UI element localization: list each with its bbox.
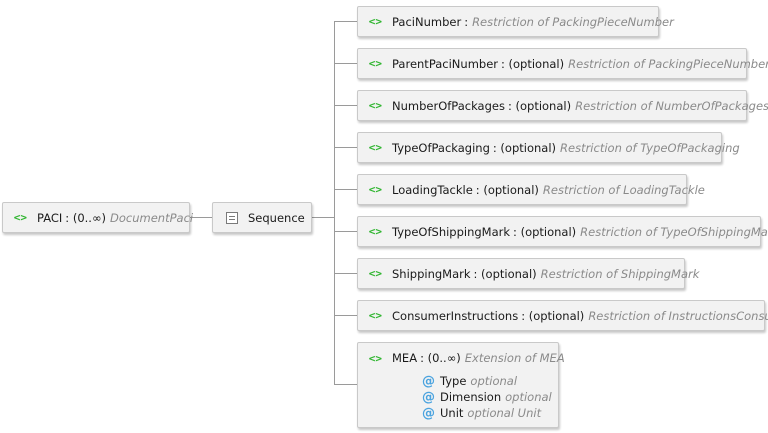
element-icon: <> [368, 57, 382, 70]
element-node-type-of-packaging[interactable]: <> TypeOfPackaging : (optional) Restrict… [357, 132, 740, 163]
element-cardinality: : (0..∞) [65, 210, 107, 225]
element-icon: <> [368, 351, 382, 365]
attribute-icon: @ [422, 373, 435, 389]
attribute-row-type[interactable]: @ Type optional [422, 373, 517, 389]
element-icon: <> [368, 141, 382, 154]
element-cardinality: : (optional) [492, 140, 557, 155]
attribute-name: Type [440, 374, 467, 388]
element-name: PaciNumber [392, 14, 462, 29]
element-node-mea[interactable]: <> MEA : (0..∞) Extension of MEA @ Type … [357, 342, 565, 428]
sequence-node[interactable]: Sequence [212, 202, 312, 233]
element-icon: <> [368, 267, 382, 280]
element-type: Restriction of TypeOfPackaging [560, 140, 740, 155]
element-cardinality: : [464, 14, 469, 29]
element-icon: <> [368, 309, 382, 322]
element-node-parent-paci-number[interactable]: <> ParentPaciNumber : (optional) Restric… [357, 48, 768, 79]
element-type: Restriction of PackingPieceNumber [568, 56, 768, 71]
element-node-shipping-mark[interactable]: <> ShippingMark : (optional) Restriction… [357, 258, 699, 289]
attribute-row-unit[interactable]: @ Unit optional Unit [422, 405, 541, 421]
element-cardinality: : (optional) [475, 182, 539, 197]
element-icon: <> [13, 211, 27, 224]
element-name: TypeOfPackaging [392, 140, 490, 155]
element-type: Extension of MEA [464, 351, 565, 365]
element-cardinality: : (optional) [513, 224, 577, 239]
element-type: Restriction of InstructionsConsumer [588, 308, 768, 323]
element-name: ShippingMark [392, 266, 471, 281]
element-type: Restriction of LoadingTackle [542, 182, 705, 197]
root-element-node[interactable]: <> PACI : (0..∞) DocumentPaci [2, 202, 194, 233]
element-icon: <> [368, 99, 382, 112]
element-cardinality: : (optional) [507, 98, 572, 113]
element-cardinality: : (optional) [473, 266, 537, 281]
attribute-type: optional [470, 374, 518, 388]
element-type: Restriction of TypeOfShippingMark [580, 224, 768, 239]
element-icon: <> [368, 15, 382, 28]
sequence-icon [226, 211, 238, 224]
element-node-type-of-shipping-mark[interactable]: <> TypeOfShippingMark : (optional) Restr… [357, 216, 768, 247]
attribute-icon: @ [422, 389, 435, 405]
element-icon: <> [368, 225, 382, 238]
attribute-type: optional [505, 390, 552, 404]
element-type: Restriction of PackingPieceNumber [472, 14, 674, 29]
element-name: TypeOfShippingMark [392, 224, 511, 239]
attribute-type: optional Unit [467, 406, 542, 420]
sequence-label: Sequence [248, 210, 305, 225]
attribute-row-dimension[interactable]: @ Dimension optional [422, 389, 552, 405]
element-name: LoadingTackle [392, 182, 473, 197]
element-name: ConsumerInstructions [392, 308, 519, 323]
attribute-name: Unit [440, 406, 464, 420]
element-name: PACI [37, 210, 63, 225]
element-node-paci-number[interactable]: <> PaciNumber : Restriction of PackingPi… [357, 6, 674, 37]
element-node-loading-tackle[interactable]: <> LoadingTackle : (optional) Restrictio… [357, 174, 705, 205]
element-name: ParentPaciNumber [392, 56, 498, 71]
element-cardinality: : (optional) [521, 308, 585, 323]
element-type: Restriction of NumberOfPackages [575, 98, 768, 113]
element-name: MEA [392, 351, 418, 365]
element-cardinality: : (0..∞) [420, 351, 461, 365]
element-type: Restriction of ShippingMark [540, 266, 700, 281]
element-type: DocumentPaci [110, 210, 194, 225]
attribute-icon: @ [422, 405, 435, 421]
element-icon: <> [368, 183, 382, 196]
element-cardinality: : (optional) [501, 56, 565, 71]
attribute-name: Dimension [440, 390, 502, 404]
element-name: NumberOfPackages [392, 98, 505, 113]
element-node-number-of-packages[interactable]: <> NumberOfPackages : (optional) Restric… [357, 90, 768, 121]
element-node-consumer-instructions[interactable]: <> ConsumerInstructions : (optional) Res… [357, 300, 768, 331]
